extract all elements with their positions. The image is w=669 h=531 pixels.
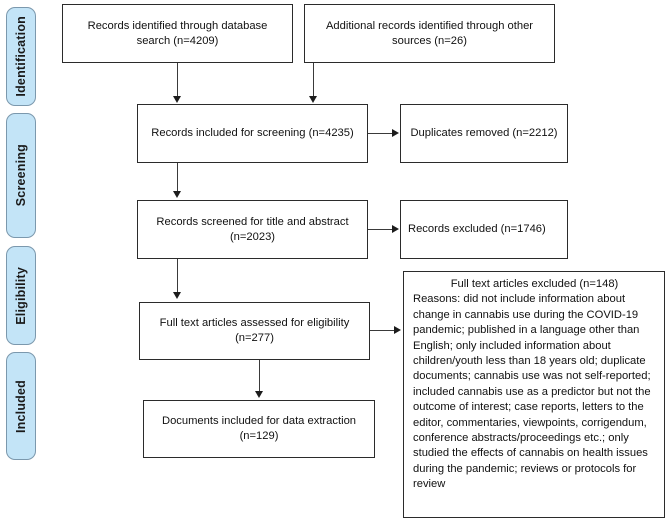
node-documents-included: Documents included for data extraction (… — [143, 400, 375, 458]
arrowhead-fulltext-to-included — [255, 391, 263, 398]
stage-label-screening: Screening — [14, 144, 28, 207]
connector-fulltext-to-excluded — [370, 330, 395, 332]
arrowhead-title-abstract-to-excluded — [392, 225, 399, 233]
node-fulltext-assessed: Full text articles assessed for eligibil… — [139, 302, 370, 360]
node-fulltext-excluded-text: Full text articles excluded (n=148) Reas… — [413, 277, 656, 493]
stage-label-eligibility: Eligibility — [14, 266, 28, 325]
node-records-identified-other: Additional records identified through ot… — [304, 4, 555, 63]
node-records-excluded: Records excluded (n=1746) — [400, 200, 568, 259]
node-records-identified-database: Records identified through database sear… — [62, 4, 293, 63]
arrowhead-title-abstract-to-fulltext — [173, 292, 181, 299]
node-duplicates-removed: Duplicates removed (n=2212) — [400, 104, 568, 163]
connector-title-abstract-to-fulltext — [177, 259, 179, 294]
node-documents-included-label: Documents included for data extraction (… — [161, 415, 357, 442]
arrowhead-screening-to-title-abstract — [173, 191, 181, 198]
node-records-screened-title-abstract-label: Records screened for title and abstract … — [156, 215, 349, 243]
stage-tab-included: Included — [6, 352, 36, 460]
arrowhead-screening-to-duplicates — [392, 129, 399, 137]
connector-screening-to-duplicates — [368, 133, 394, 135]
arrowhead-database-to-screening — [173, 96, 181, 103]
node-records-identified-database-label: Records identified through database sear… — [87, 19, 268, 47]
connector-title-abstract-to-excluded — [368, 229, 394, 231]
node-fulltext-excluded-reasons: Reasons: did not include information abo… — [413, 293, 651, 491]
connector-database-to-screening — [177, 63, 179, 98]
node-records-screened-title-abstract: Records screened for title and abstract … — [137, 200, 368, 259]
connector-fulltext-to-included — [259, 360, 261, 393]
stage-tab-screening: Screening — [6, 113, 36, 238]
connector-other-to-screening — [313, 63, 315, 98]
stage-label-identification: Identification — [14, 16, 28, 97]
connector-screening-to-title-abstract — [177, 163, 179, 193]
stage-tab-eligibility: Eligibility — [6, 246, 36, 345]
arrowhead-other-to-screening — [309, 96, 317, 103]
node-fulltext-excluded: Full text articles excluded (n=148) Reas… — [403, 271, 665, 518]
node-records-included-screening: Records included for screening (n=4235) — [137, 104, 368, 163]
node-duplicates-removed-label: Duplicates removed (n=2212) — [410, 127, 558, 140]
node-records-identified-other-label: Additional records identified through ot… — [325, 19, 534, 47]
stage-tab-identification: Identification — [6, 7, 36, 106]
node-fulltext-excluded-heading: Full text articles excluded (n=148) — [450, 278, 619, 290]
node-records-excluded-label: Records excluded (n=1746) — [408, 223, 546, 236]
node-fulltext-assessed-label: Full text articles assessed for eligibil… — [159, 317, 350, 344]
node-records-included-screening-label: Records included for screening (n=4235) — [151, 127, 354, 140]
stage-label-included: Included — [14, 379, 28, 433]
arrowhead-fulltext-to-excluded — [394, 326, 401, 334]
